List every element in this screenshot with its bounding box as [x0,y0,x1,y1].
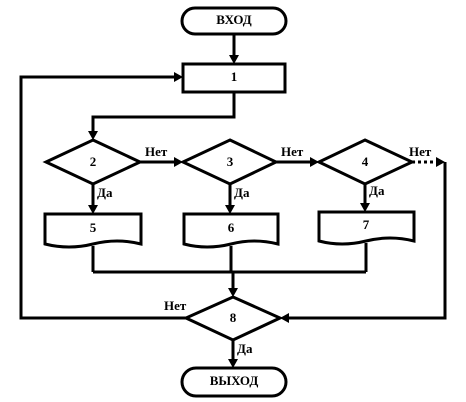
edge-label-no-3: Нет [281,144,304,159]
arrowhead [174,72,183,82]
output-block-5 [43,212,143,249]
decision-4-label: 4 [362,154,369,169]
arrowhead [228,359,238,368]
loop-back-line [19,75,186,320]
arrowhead [228,288,238,297]
arrowhead [229,55,239,64]
arrowhead [360,203,370,212]
edge-label-yes-4: Да [369,183,385,198]
decision-8-label: 8 [230,310,237,325]
decision-2-label: 2 [90,154,97,169]
flow-line [289,162,447,320]
flow-line [91,92,236,131]
edge-label-no-8: Нет [164,298,187,313]
edge-label-yes-2: Да [97,185,113,200]
output-block-7-label: 7 [363,217,370,232]
end-terminator [180,366,288,398]
start-label: ВХОД [216,12,252,27]
arrowhead [88,205,98,214]
output-block-6-label: 6 [228,220,235,235]
edge-label-no-4: Нет [409,144,432,159]
arrowhead [436,157,445,167]
end-label: ВЫХОД [210,373,259,388]
output-block-6 [182,212,280,249]
arrowhead [225,205,235,214]
process-block-1-label: 1 [231,69,238,84]
arrowhead [88,131,98,140]
edge-label-yes-8: Да [237,341,253,356]
edge-label-no-2: Нет [145,144,168,159]
process-block-1 [181,62,287,94]
output-block-5-label: 5 [90,220,97,235]
output-block-7 [317,210,416,246]
arrowhead [174,157,183,167]
edge-label-yes-3: Да [234,185,250,200]
decision-3-label: 3 [227,154,234,169]
arrowhead [280,313,289,323]
arrowhead [310,157,319,167]
